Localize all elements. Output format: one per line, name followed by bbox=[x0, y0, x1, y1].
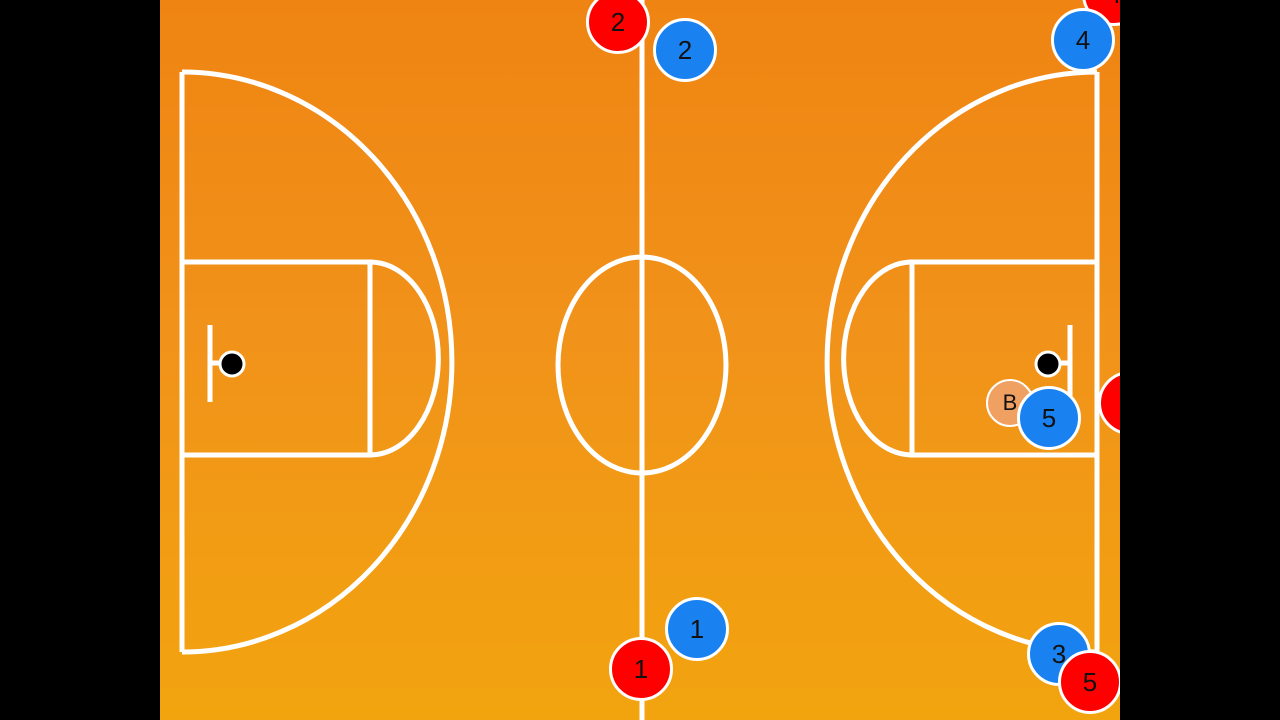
basketball-court: B 2 1 4 3 2 1 4 5 3 5 bbox=[160, 0, 1120, 720]
red-player-2[interactable]: 2 bbox=[586, 0, 650, 54]
left-free-throw-arc bbox=[369, 259, 441, 458]
red-player-1[interactable]: 1 bbox=[609, 637, 673, 701]
court-lines bbox=[179, 0, 1100, 720]
red-player-5[interactable]: 5 bbox=[1058, 650, 1120, 714]
left-rim-icon bbox=[218, 350, 246, 378]
blue-player-1[interactable]: 1 bbox=[665, 597, 729, 661]
left-three-point-arc bbox=[181, 69, 455, 655]
right-three-point-arc bbox=[824, 69, 1098, 655]
blue-player-2[interactable]: 2 bbox=[653, 18, 717, 82]
right-free-throw-arc bbox=[841, 259, 913, 458]
blue-player-5[interactable]: 5 bbox=[1017, 386, 1081, 450]
right-rim-icon bbox=[1034, 350, 1062, 378]
blue-player-4[interactable]: 4 bbox=[1051, 8, 1115, 72]
center-circle bbox=[555, 254, 729, 476]
